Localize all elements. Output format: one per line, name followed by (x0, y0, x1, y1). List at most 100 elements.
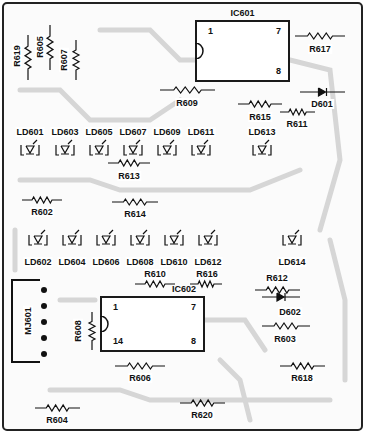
part-label: LD603 (50, 127, 79, 137)
part-label: LD606 (91, 257, 120, 267)
connector-pin (41, 351, 47, 357)
part-label: R602 (30, 207, 54, 217)
pin-number: 1 (207, 26, 214, 36)
led-symbol (124, 140, 142, 155)
copper-trace (290, 60, 340, 230)
resistor-symbol (89, 312, 95, 350)
resistor-symbol (47, 25, 53, 70)
part-label: LD614 (277, 257, 306, 267)
part-label: LD609 (152, 127, 181, 137)
pin-number: 8 (275, 66, 282, 76)
part-label: MJ601 (23, 306, 33, 336)
led-symbol (56, 140, 74, 155)
ic-outline: IC60217148 (100, 296, 205, 352)
copper-trace (50, 390, 330, 400)
part-label: LD602 (23, 257, 52, 267)
ic-outline: IC601178 (195, 20, 290, 82)
part-label: R608 (73, 319, 83, 343)
resistor-symbol (108, 160, 150, 166)
resistor-symbol (280, 109, 315, 115)
led-symbol (131, 230, 149, 245)
resistor-symbol (280, 363, 325, 369)
copper-trace (60, 298, 95, 303)
part-label: LD605 (84, 127, 113, 137)
part-label: LD610 (159, 257, 188, 267)
pin-number: 7 (190, 302, 197, 312)
pin-number: 7 (275, 26, 282, 36)
resistor-symbol (73, 40, 79, 80)
part-label: R610 (143, 269, 167, 279)
ic-designator: IC601 (229, 8, 255, 18)
led-symbol (283, 230, 301, 245)
part-label: R606 (128, 373, 152, 383)
part-label: R616 (195, 269, 219, 279)
part-label: LD601 (15, 127, 44, 137)
part-label: R611 (285, 119, 308, 129)
resistor-symbol (160, 87, 215, 93)
led-symbol (158, 140, 176, 155)
connector-pin (41, 319, 47, 325)
part-label: LD612 (193, 257, 222, 267)
copper-trace (330, 240, 345, 380)
connector-pin (41, 287, 47, 293)
led-symbol (199, 230, 217, 245)
part-label: LD607 (118, 127, 147, 137)
board-outline (3, 3, 362, 430)
part-label: R620 (190, 410, 214, 420)
pin-number: 14 (112, 336, 124, 346)
ic-designator: IC602 (171, 284, 197, 294)
led-symbol (192, 140, 210, 155)
copper-trace (20, 170, 300, 190)
led-symbol (97, 230, 115, 245)
part-label: D602 (278, 307, 302, 317)
connector-pin (41, 303, 47, 309)
resistor-symbol (238, 101, 282, 107)
resistor-symbol (262, 323, 310, 329)
resistor-symbol (25, 35, 31, 80)
ic-notch (100, 316, 110, 332)
part-label: LD611 (187, 127, 216, 137)
pin-number: 1 (112, 302, 119, 312)
led-symbol (253, 140, 271, 155)
part-label: D601 (310, 99, 334, 109)
part-label: LD613 (247, 127, 276, 137)
led-symbol (29, 230, 47, 245)
led-symbol (21, 140, 39, 155)
part-label: R613 (117, 171, 141, 181)
led-symbol (63, 230, 81, 245)
part-label: R618 (290, 373, 314, 383)
resistor-symbol (180, 400, 225, 406)
resistor-symbol (115, 363, 165, 369)
ic-notch (195, 43, 205, 59)
resistor-symbol (112, 199, 158, 205)
resistor-symbol (255, 287, 300, 293)
copper-trace (20, 90, 180, 120)
resistor-symbol (35, 405, 80, 411)
part-label: R603 (273, 334, 297, 344)
connector-pin (41, 335, 47, 341)
part-label: LD608 (125, 257, 154, 267)
part-label: R614 (123, 209, 147, 219)
pin-number: 8 (190, 336, 197, 346)
connector-outline (12, 280, 40, 362)
part-label: LD604 (57, 257, 86, 267)
copper-trace (220, 360, 250, 420)
copper-trace (13, 230, 18, 270)
part-label: R615 (248, 112, 272, 122)
led-symbol (90, 140, 108, 155)
part-label: R612 (265, 273, 289, 283)
part-label: R605 (35, 35, 45, 59)
part-label: R617 (308, 44, 332, 54)
part-label: R609 (175, 98, 199, 108)
resistor-symbol (135, 281, 175, 287)
resistor-symbol (22, 197, 62, 203)
led-symbol (165, 230, 183, 245)
copper-trace (205, 320, 265, 350)
part-label: R607 (59, 48, 69, 72)
copper-trace (100, 30, 195, 60)
part-label: R604 (45, 415, 69, 425)
diode-symbol (262, 293, 300, 301)
resistor-symbol (295, 33, 345, 39)
